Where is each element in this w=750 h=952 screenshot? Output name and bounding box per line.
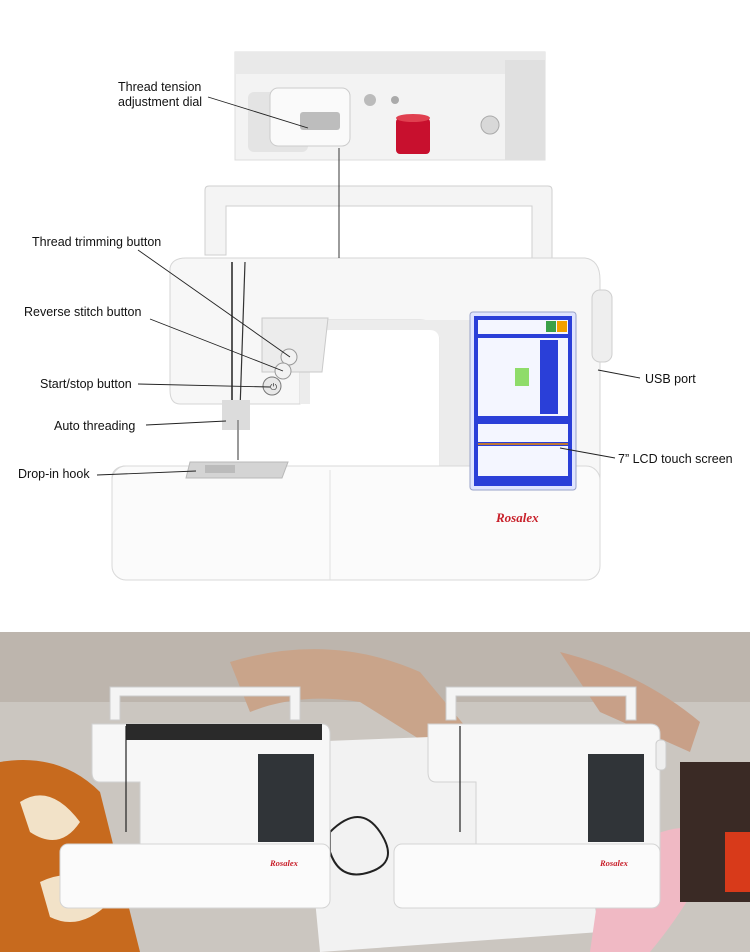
callout-auto-threading: Auto threading: [54, 419, 136, 433]
callout-thread-tension-line1: Thread tension: [118, 80, 202, 94]
callout-thread-trimming: Thread trimming button: [32, 235, 162, 249]
carry-handle: [204, 185, 553, 263]
machine-right: Rosalex: [393, 686, 667, 909]
callout-lcd-screen: 7” LCD touch screen: [618, 452, 733, 466]
svg-text:⏻: ⏻: [270, 382, 277, 393]
tension-inset-photo: [234, 51, 546, 161]
callout-reverse-stitch: Reverse stitch button: [24, 305, 142, 319]
machine-left: Rosalex: [59, 686, 331, 909]
callout-thread-tension: Thread tension adjustment dial: [118, 80, 202, 110]
product-diagram: ⏻ Rosalex: [18, 51, 733, 581]
thread-spool: [396, 118, 430, 154]
callout-drop-in-hook: Drop-in hook: [18, 467, 90, 481]
lifestyle-photo: Rosalex Rosalex: [0, 632, 750, 952]
sewing-machine-illustration: ⏻ Rosalex: [96, 51, 641, 581]
lcd-touch-screen: [469, 311, 577, 491]
brand-logo: Rosalex: [495, 510, 539, 525]
callout-usb-port: USB port: [645, 372, 696, 386]
brand-logo-right: Rosalex: [599, 858, 629, 868]
lifestyle-scene: Rosalex Rosalex: [0, 632, 750, 952]
brand-logo-left: Rosalex: [269, 858, 299, 868]
callout-thread-tension-line2: adjustment dial: [118, 95, 203, 109]
callout-start-stop: Start/stop button: [40, 377, 132, 391]
callout-lines: [96, 96, 641, 476]
